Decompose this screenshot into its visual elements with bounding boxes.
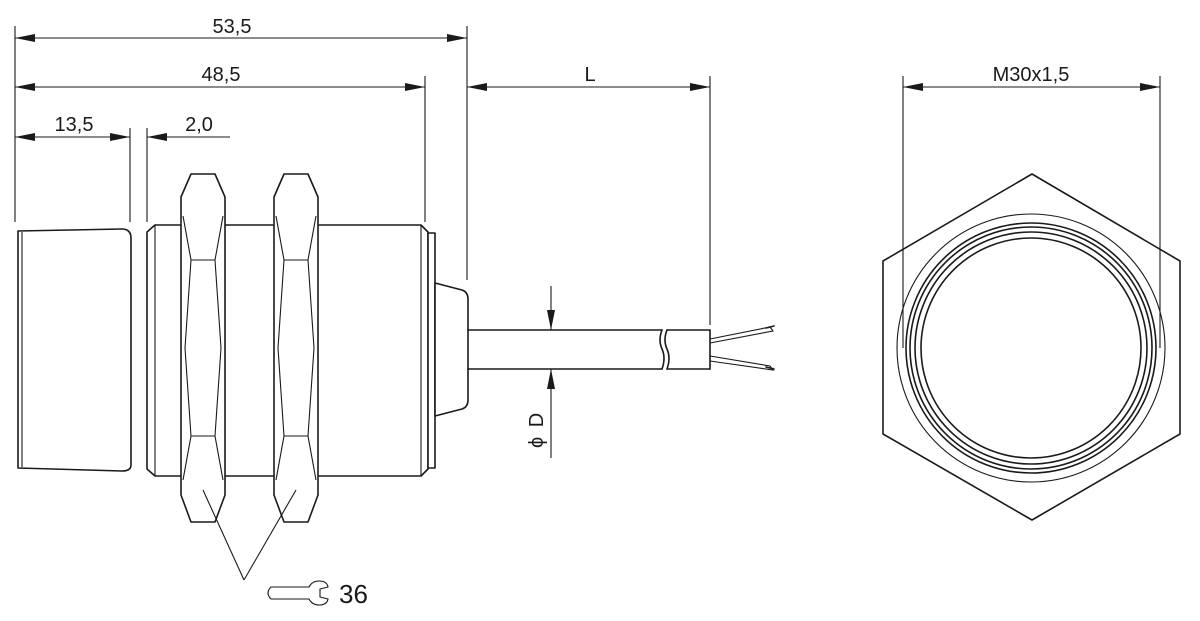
face-ring-outer bbox=[909, 226, 1153, 470]
sensing-cap bbox=[17, 228, 132, 472]
wire-leads bbox=[709, 325, 775, 371]
cable-gland bbox=[434, 282, 469, 417]
wrench-callout: 36 bbox=[202, 489, 368, 609]
side-view: 53,5 48,5 13,5 2,0 L bbox=[14, 16, 775, 609]
dimension-thread: M30x1,5 bbox=[902, 64, 1161, 348]
diameter-letter: D bbox=[526, 413, 548, 427]
open-end-wrench-icon bbox=[267, 580, 329, 606]
thread-outer-circle bbox=[896, 213, 1166, 483]
dimension-cable-length: L bbox=[467, 64, 711, 325]
dimension-housing-length: 48,5 bbox=[15, 64, 426, 222]
front-view: M30x1,5 bbox=[882, 64, 1181, 521]
lock-nut-2 bbox=[273, 173, 319, 523]
sensing-face bbox=[920, 237, 1142, 459]
lock-nut-1 bbox=[180, 173, 226, 523]
hex-nut-outline bbox=[882, 173, 1181, 521]
dimension-label-diameter: ϕ D bbox=[526, 413, 548, 448]
cable bbox=[467, 325, 775, 371]
diameter-symbol: ϕ bbox=[526, 437, 548, 448]
dimension-cap-and-gap: 13,5 2,0 bbox=[15, 114, 230, 222]
wrench-size: 36 bbox=[339, 579, 368, 609]
dimension-cable-diameter: ϕ D bbox=[526, 286, 555, 458]
face-ring-inner bbox=[914, 231, 1148, 465]
housing-circle bbox=[905, 222, 1157, 474]
dimension-label-overall: 53,5 bbox=[213, 16, 252, 38]
dimension-label-housing: 48,5 bbox=[202, 64, 241, 86]
dimension-label-cap: 13,5 bbox=[55, 114, 94, 136]
dimension-overall-length: 53,5 bbox=[14, 16, 468, 280]
dimension-label-gap: 2,0 bbox=[185, 114, 213, 136]
dimension-label-cable: L bbox=[584, 64, 595, 86]
dimension-label-thread: M30x1,5 bbox=[993, 64, 1070, 86]
